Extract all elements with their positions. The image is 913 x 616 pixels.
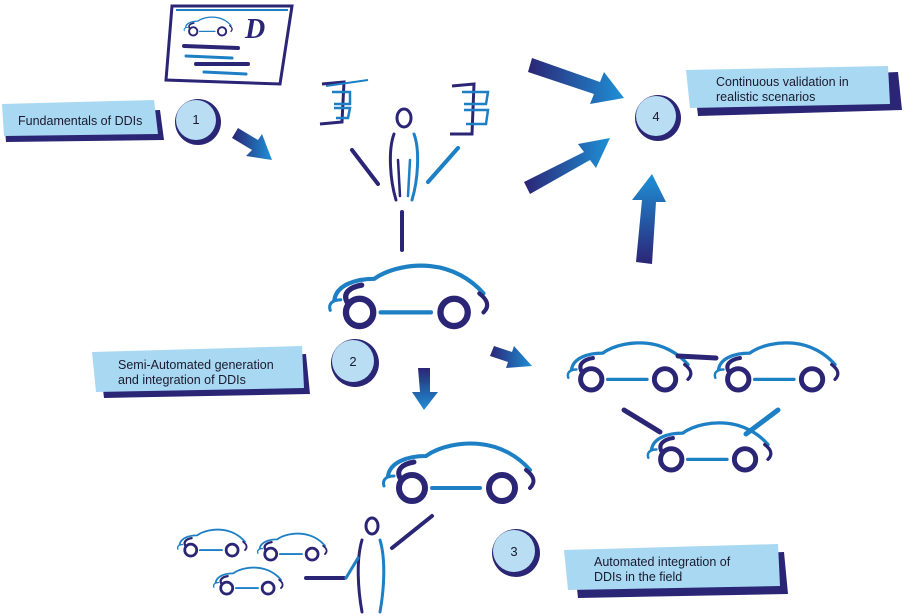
step-4-badge [635, 95, 681, 141]
step2-label-line2: and integration of DDIs [118, 373, 246, 387]
step-2-badge [331, 339, 379, 387]
car-icon-main [330, 266, 487, 326]
car-icon-small-1 [176, 528, 248, 558]
step3-label-line2: DDIs in the field [594, 570, 683, 584]
label-box-step2 [92, 346, 310, 398]
step-1-number: 1 [192, 112, 200, 127]
car-icon-small-2 [256, 532, 328, 562]
step-2-number: 2 [349, 354, 357, 369]
arrow-2-down [412, 368, 438, 410]
whiteboard-icon: D [164, 4, 294, 86]
step-3-badge [492, 529, 540, 577]
step3-label-line1: Automated integration of [594, 555, 731, 569]
document-icon-right [450, 82, 490, 136]
engineer-figure-icon [350, 107, 460, 252]
arrow-1-to-engineer [232, 128, 272, 160]
car-icon-small-3 [212, 566, 284, 596]
fleet-connectors [621, 353, 781, 437]
arrow-to-step4-bottom [632, 174, 666, 264]
document-icon-left [319, 79, 369, 126]
label-box-step1 [2, 100, 164, 142]
operator-figure-icon [304, 514, 434, 614]
label-box-step4 [686, 66, 902, 116]
step4-label-line1: Continuous validation in [716, 75, 849, 89]
arrow-to-step4-middle [524, 138, 610, 194]
step-4-number: 4 [652, 109, 660, 124]
whiteboard-letter: D [244, 14, 265, 45]
step-1-badge [175, 99, 221, 145]
step1-label: Fundamentals of DDIs [18, 114, 143, 128]
arrow-2-to-fleet [490, 346, 532, 368]
arrow-to-step4-top [528, 58, 624, 104]
step2-label-line1: Semi-Automated generation [118, 358, 274, 372]
car-icon-fleet-1 [568, 343, 691, 390]
car-icon-step3 [383, 444, 533, 502]
step-3-number: 3 [510, 544, 518, 559]
car-icon-fleet-2 [715, 343, 838, 390]
label-box-step3 [564, 544, 788, 598]
step4-label-line2: realistic scenarios [716, 90, 816, 104]
